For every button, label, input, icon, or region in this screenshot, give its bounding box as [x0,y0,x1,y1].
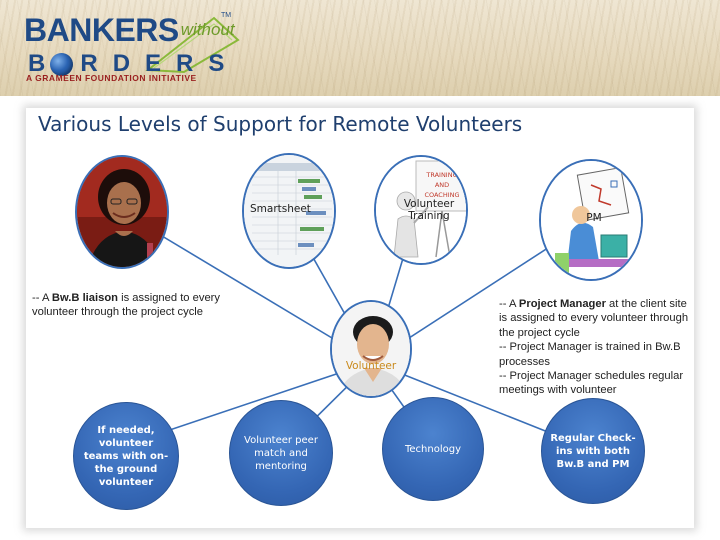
logo-letters: R D E R S [80,50,229,78]
pm-desc-line3: -- Project Manager schedules regular mee… [499,370,684,397]
logo-line-2: B R D E R S [28,50,229,78]
pm-desc-rest: at the client site is assigned to every … [499,298,689,339]
regular-checkins-label: Regular Check- ins with both Bw.B and PM [550,432,636,470]
bwb-liaison-description: -- A Bw.B liaison is assigned to every v… [32,291,242,320]
logo-letter: R [80,50,103,77]
logo-letter-b: B [28,50,46,77]
training-board-icon: TRAINING AND COACHING [376,157,466,263]
technology-circle: Technology [382,397,484,501]
on-ground-volunteer-circle: If needed, volunteer teams with on- the … [73,402,179,510]
volunteer-training-label-line1: Volunteer [403,198,455,210]
logo-letter: S [208,50,230,77]
logo-letter: D [112,50,136,77]
on-ground-volunteer-label: If needed, volunteer teams with on- the … [83,424,169,488]
pm-desc-bold: Project Manager [518,298,606,310]
training-sign-line2: AND [435,181,449,189]
project-manager-description: -- A Project Manager at the client site … [499,297,689,398]
woman-portrait-icon [77,157,167,267]
man-portrait-icon [332,302,410,396]
volunteer-training-label: Volunteer Training [395,198,463,222]
technology-label: Technology [404,443,461,455]
volunteer-center-circle [330,300,412,398]
regular-checkins-circle: Regular Check- ins with both Bw.B and PM [541,398,645,504]
volunteer-training-circle: TRAINING AND COACHING [374,155,468,265]
pm-label: PM [586,212,602,224]
smartsheet-circle [242,153,336,269]
logo-tagline: A GRAMEEN FOUNDATION INITIATIVE [26,73,197,83]
pm-desc-line2: -- Project Manager is trained in Bw.B pr… [499,341,681,368]
peer-mentoring-circle: Volunteer peer match and mentoring [229,400,333,506]
slide-title: Various Levels of Support for Remote Vol… [38,112,523,136]
pm-circle [539,159,643,281]
bwb-liaison-rest: is assigned to every volunteer through t… [32,292,220,319]
pm-desc-prefix: -- A [499,298,519,310]
volunteer-center-label: Volunteer [345,360,397,372]
logo-trademark: TM [221,12,232,19]
training-sign-line1: TRAINING [425,171,457,179]
bwb-liaison-bold: Bw.B liaison [51,292,119,304]
globe-icon [50,52,74,76]
logo-swoosh-icon [145,16,240,74]
project-manager-icon [541,161,641,279]
logo-bankers-text: BANKERS [24,12,179,48]
bwb-liaison-prefix: -- A [32,292,52,304]
smartsheet-label: Smartsheet [250,203,311,215]
bwb-liaison-photo-circle [75,155,169,269]
training-sign-line3: COACHING [424,191,459,199]
spreadsheet-icon [244,155,334,267]
logo-letter: E [145,50,167,77]
logo-without-text: without [180,20,235,39]
volunteer-training-label-line2: Training [408,210,450,222]
logo-letter: R [176,50,199,77]
peer-mentoring-label: Volunteer peer match and mentoring [244,434,318,472]
